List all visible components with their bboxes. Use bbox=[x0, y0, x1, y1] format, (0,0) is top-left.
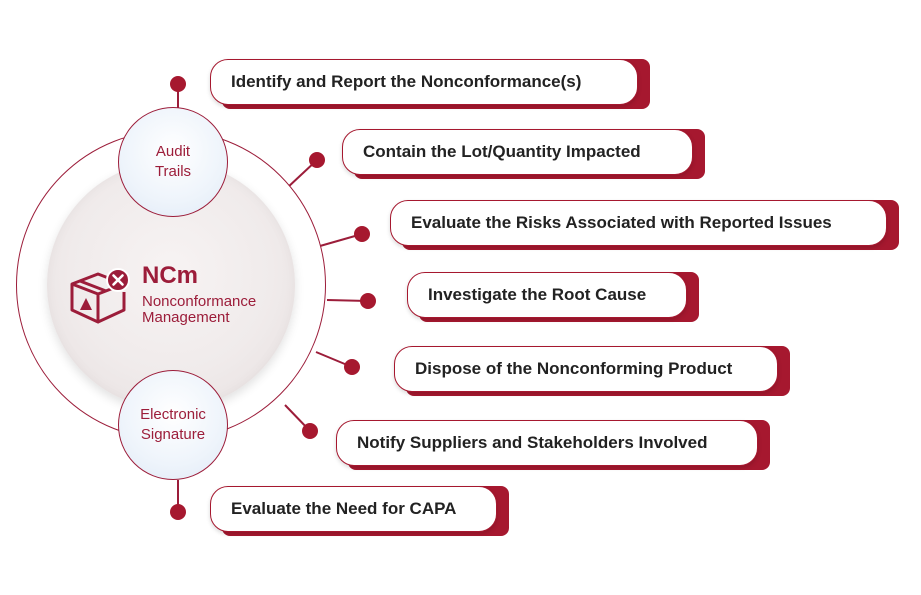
step-label: Investigate the Root Cause bbox=[407, 272, 687, 318]
step-label: Dispose of the Nonconforming Product bbox=[394, 346, 778, 392]
electronic-signature-label: Electronic Signature bbox=[140, 406, 206, 443]
electronic-signature-circle: Electronic Signature bbox=[118, 370, 228, 480]
step-dispose: Dispose of the Nonconforming Product bbox=[394, 346, 790, 396]
connector-dot-5 bbox=[344, 359, 360, 375]
step-label: Evaluate the Risks Associated with Repor… bbox=[390, 200, 887, 246]
step-notify: Notify Suppliers and Stakeholders Involv… bbox=[336, 420, 770, 470]
ncm-title: NCm bbox=[142, 262, 199, 289]
step-investigate: Investigate the Root Cause bbox=[407, 272, 699, 322]
connector-dot-2 bbox=[309, 152, 325, 168]
connector-dot-4 bbox=[360, 293, 376, 309]
connector-dot-1 bbox=[170, 76, 186, 92]
ncm-brand: NCm Nonconformance Management bbox=[68, 262, 298, 332]
box-with-x-icon bbox=[70, 268, 130, 324]
connector-dot-3 bbox=[354, 226, 370, 242]
step-capa: Evaluate the Need for CAPA bbox=[210, 486, 509, 536]
step-label: Identify and Report the Nonconformance(s… bbox=[210, 59, 638, 105]
audit-trails-circle: Audit Trails bbox=[118, 107, 228, 217]
step-label: Evaluate the Need for CAPA bbox=[210, 486, 497, 532]
step-label: Contain the Lot/Quantity Impacted bbox=[342, 129, 693, 175]
connector-dot-7 bbox=[170, 504, 186, 520]
step-identify: Identify and Report the Nonconformance(s… bbox=[210, 59, 650, 109]
connector-dot-6 bbox=[302, 423, 318, 439]
step-label: Notify Suppliers and Stakeholders Involv… bbox=[336, 420, 758, 466]
step-evaluate-risks: Evaluate the Risks Associated with Repor… bbox=[390, 200, 899, 250]
ncm-subtitle: Nonconformance Management bbox=[142, 293, 257, 326]
audit-trails-label: Audit Trails bbox=[154, 143, 192, 180]
step-contain: Contain the Lot/Quantity Impacted bbox=[342, 129, 705, 179]
